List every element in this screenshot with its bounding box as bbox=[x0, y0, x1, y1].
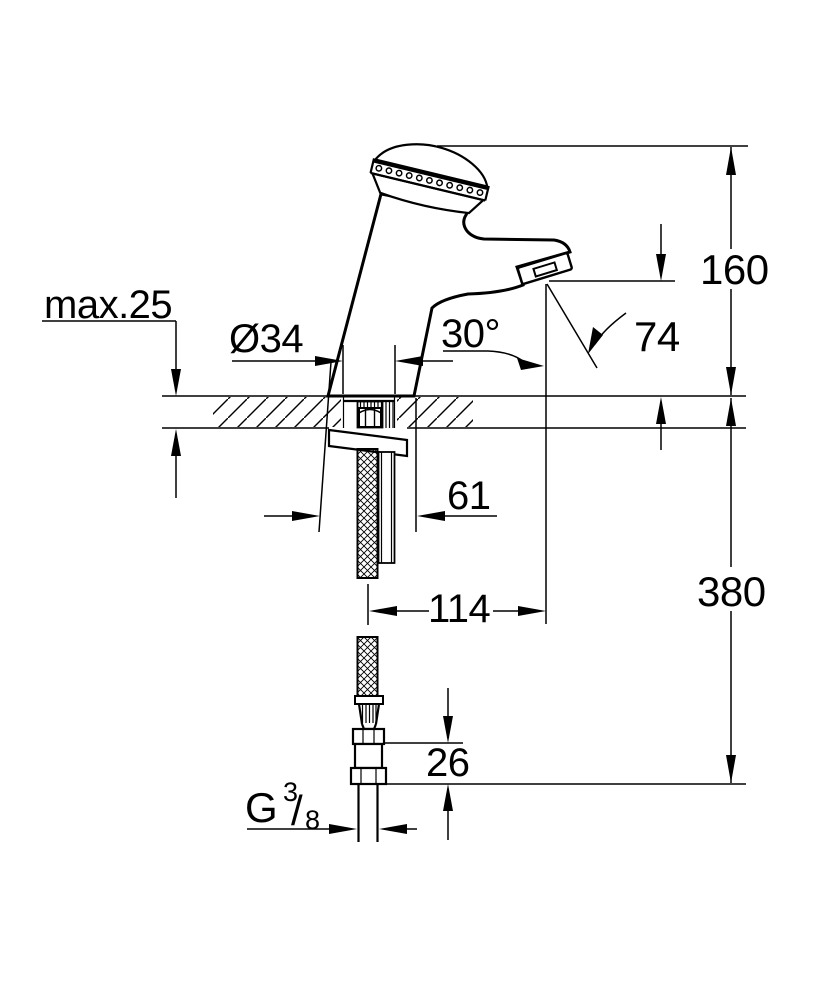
mounting-nut bbox=[358, 407, 382, 428]
countertop-section bbox=[162, 395, 746, 429]
hose-connector-assembly bbox=[349, 636, 388, 842]
connector-hex-nut bbox=[349, 766, 388, 786]
supply-tubes-in-hole bbox=[385, 402, 394, 428]
dim-outlet-reach bbox=[367, 584, 546, 625]
shank-thread-lines bbox=[359, 402, 383, 408]
connector-hex-upper bbox=[351, 727, 386, 746]
head-dot-ring bbox=[375, 164, 484, 197]
thread-prefix: G bbox=[245, 784, 277, 831]
dim-outlet-height bbox=[549, 224, 675, 450]
dim-deck-max bbox=[42, 320, 181, 498]
label-deck-max: max.25 bbox=[44, 283, 172, 327]
smooth-tube-walls bbox=[380, 452, 393, 563]
label-base-diameter: Ø34 bbox=[229, 317, 303, 361]
hex-upper-facets bbox=[362, 730, 375, 743]
head-skirt bbox=[370, 171, 486, 215]
connector-body bbox=[353, 742, 384, 770]
hose-collar bbox=[354, 695, 384, 705]
head-band-edges bbox=[369, 158, 490, 202]
aerator-outlet bbox=[516, 252, 573, 285]
label-body-width: 61 bbox=[447, 474, 491, 518]
faucet-body-outline bbox=[326, 192, 572, 398]
dim-height-above-deck bbox=[726, 147, 736, 395]
dimension-labels: max.25 Ø34 30° 160 74 61 114 380 26 G 3 … bbox=[44, 246, 769, 835]
label-outlet-reach: 114 bbox=[428, 587, 491, 631]
thread-slash: / bbox=[291, 787, 303, 834]
mounting-assembly bbox=[327, 399, 409, 579]
deck-hatch-right bbox=[397, 397, 473, 427]
label-outlet-angle: 30° bbox=[441, 312, 500, 356]
label-thread: G 3 / 8 bbox=[245, 777, 320, 835]
smooth-tube-upper bbox=[377, 451, 396, 564]
head-dome bbox=[372, 143, 489, 190]
hex-nut-facets bbox=[360, 769, 377, 783]
dimension-lines bbox=[42, 145, 748, 840]
faucet-head bbox=[369, 143, 490, 215]
label-outlet-height: 74 bbox=[634, 313, 680, 360]
dim-outlet-angle bbox=[443, 283, 627, 624]
deck-hole-edges bbox=[342, 397, 396, 428]
label-height-above: 160 bbox=[700, 246, 769, 293]
deck-hatch-left bbox=[213, 397, 341, 427]
faucet bbox=[326, 143, 573, 398]
thread-denominator: 8 bbox=[305, 805, 320, 835]
outlet-stream-line bbox=[546, 283, 598, 369]
nut-facets bbox=[358, 408, 382, 426]
dim-below-deck-length bbox=[726, 398, 736, 783]
dim-connector-length bbox=[384, 688, 463, 840]
head-band-top bbox=[374, 158, 488, 190]
dim-base-diameter bbox=[232, 345, 453, 394]
mounting-plate bbox=[327, 428, 409, 458]
braided-hose-lower bbox=[356, 636, 379, 698]
connector-pipe bbox=[357, 784, 379, 842]
thread-numerator: 3 bbox=[283, 777, 298, 807]
dim-body-width bbox=[264, 361, 497, 533]
crimp-ribs bbox=[361, 705, 377, 723]
label-below-length: 380 bbox=[697, 568, 766, 615]
label-connector-len: 26 bbox=[426, 741, 470, 785]
dim-thread bbox=[247, 824, 417, 834]
braided-hose-upper bbox=[356, 448, 379, 579]
